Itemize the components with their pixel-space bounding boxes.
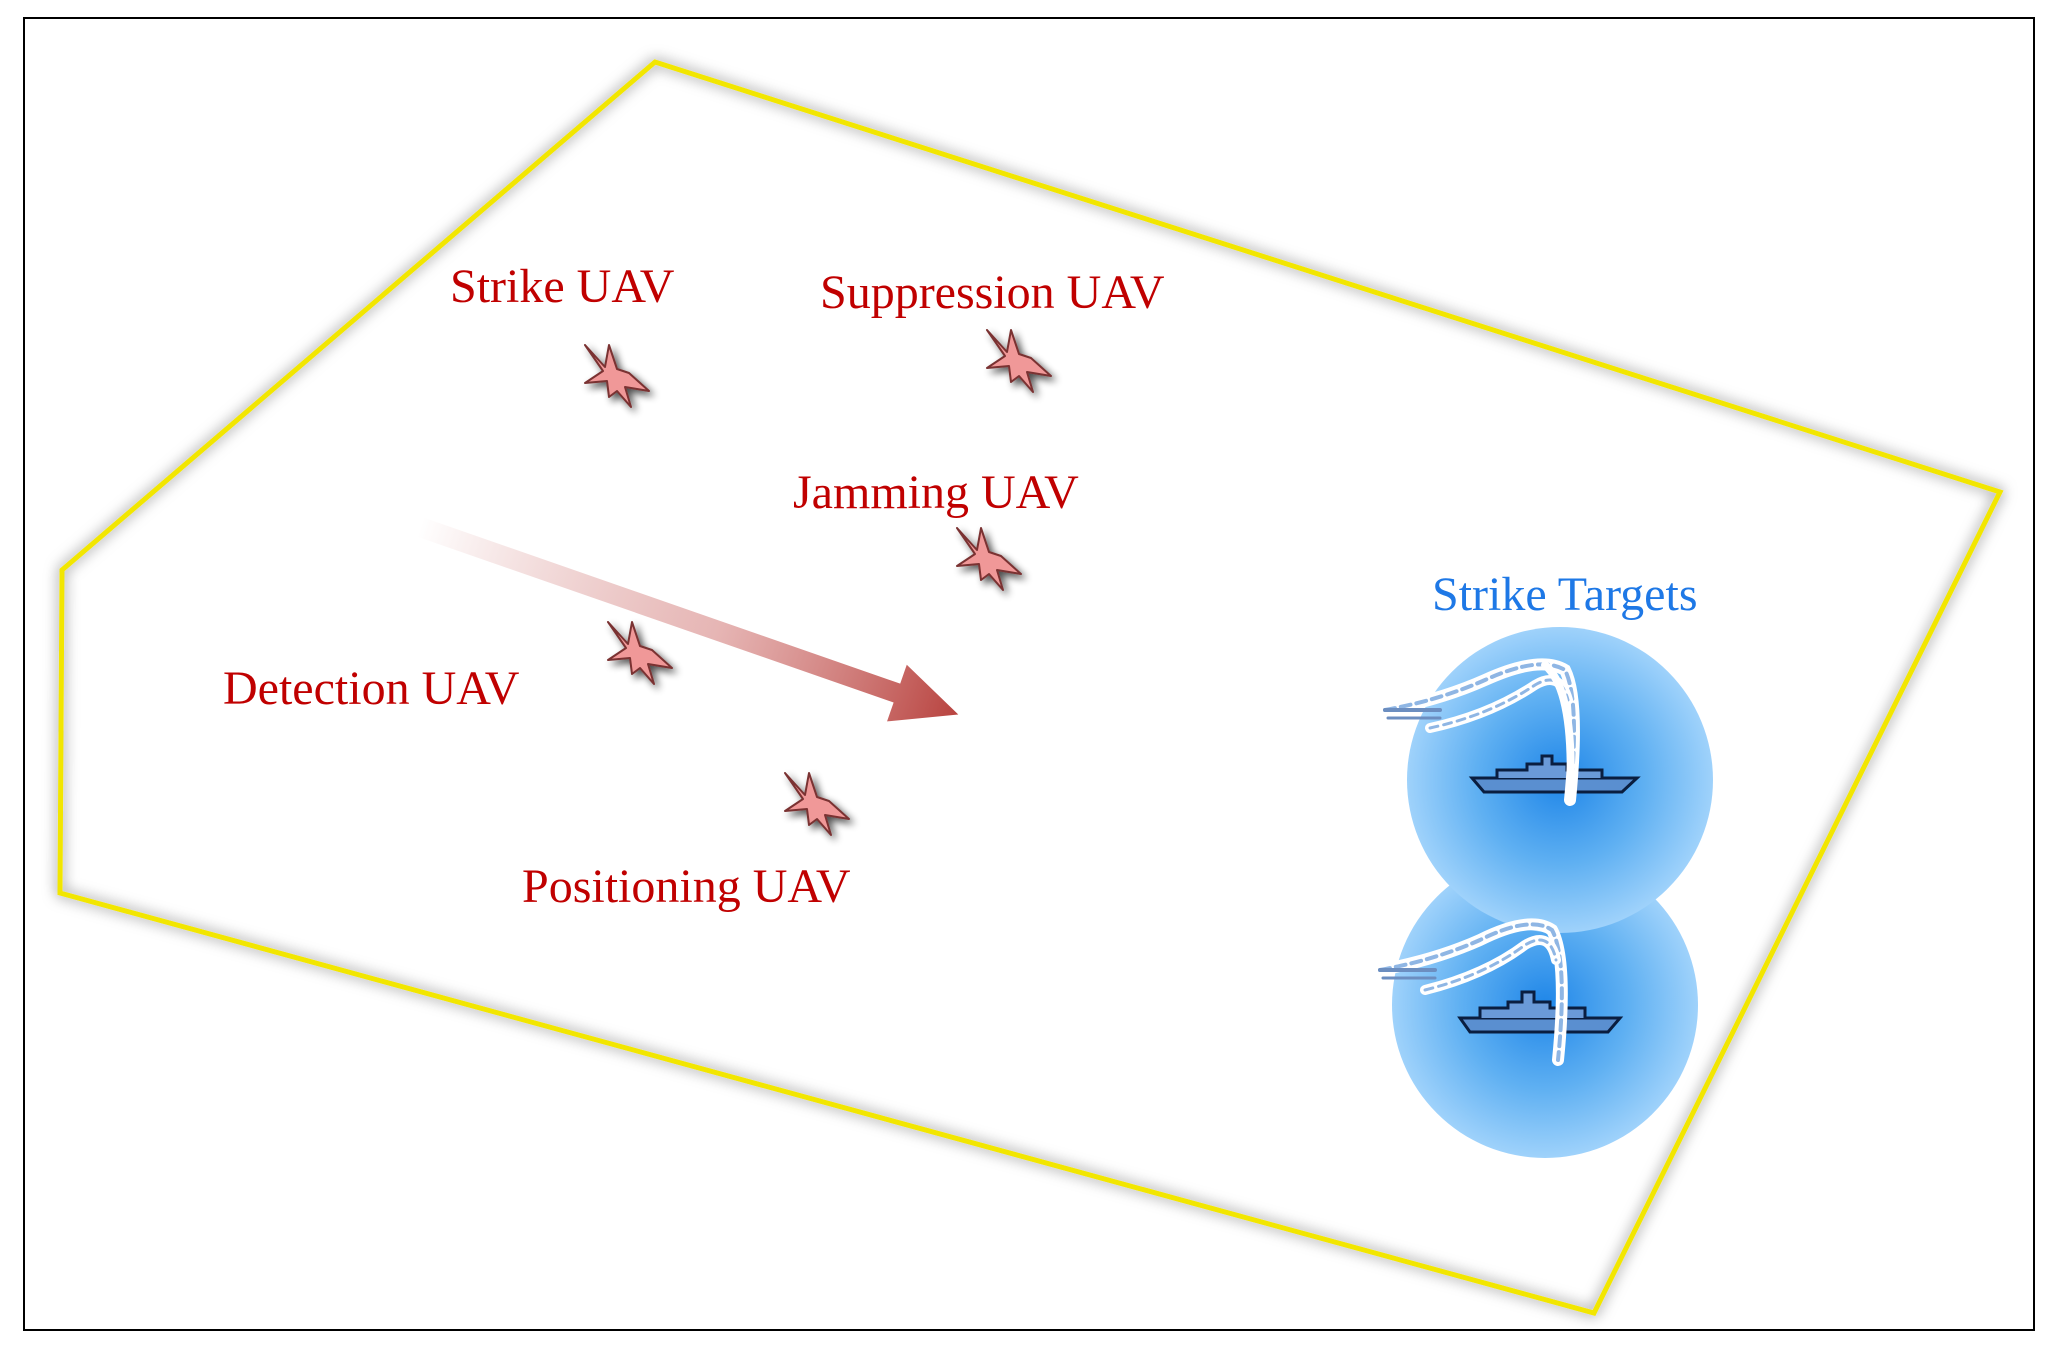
mission-area-boundary <box>57 59 2004 1316</box>
missile-trajectory-icon <box>1374 918 1568 1066</box>
uav-label-suppression: Suppression UAV <box>820 266 1165 319</box>
missile-trajectory-icon <box>1379 658 1580 806</box>
uav-label-jamming: Jamming UAV <box>793 466 1079 519</box>
uav-label-positioning: Positioning UAV <box>522 860 851 913</box>
outer-frame <box>23 17 2035 1331</box>
uav-label-strike: Strike UAV <box>450 260 675 313</box>
direction-arrow <box>416 517 959 722</box>
targets-label: Strike Targets <box>1432 568 1698 621</box>
uav-label-detection: Detection UAV <box>223 662 520 715</box>
